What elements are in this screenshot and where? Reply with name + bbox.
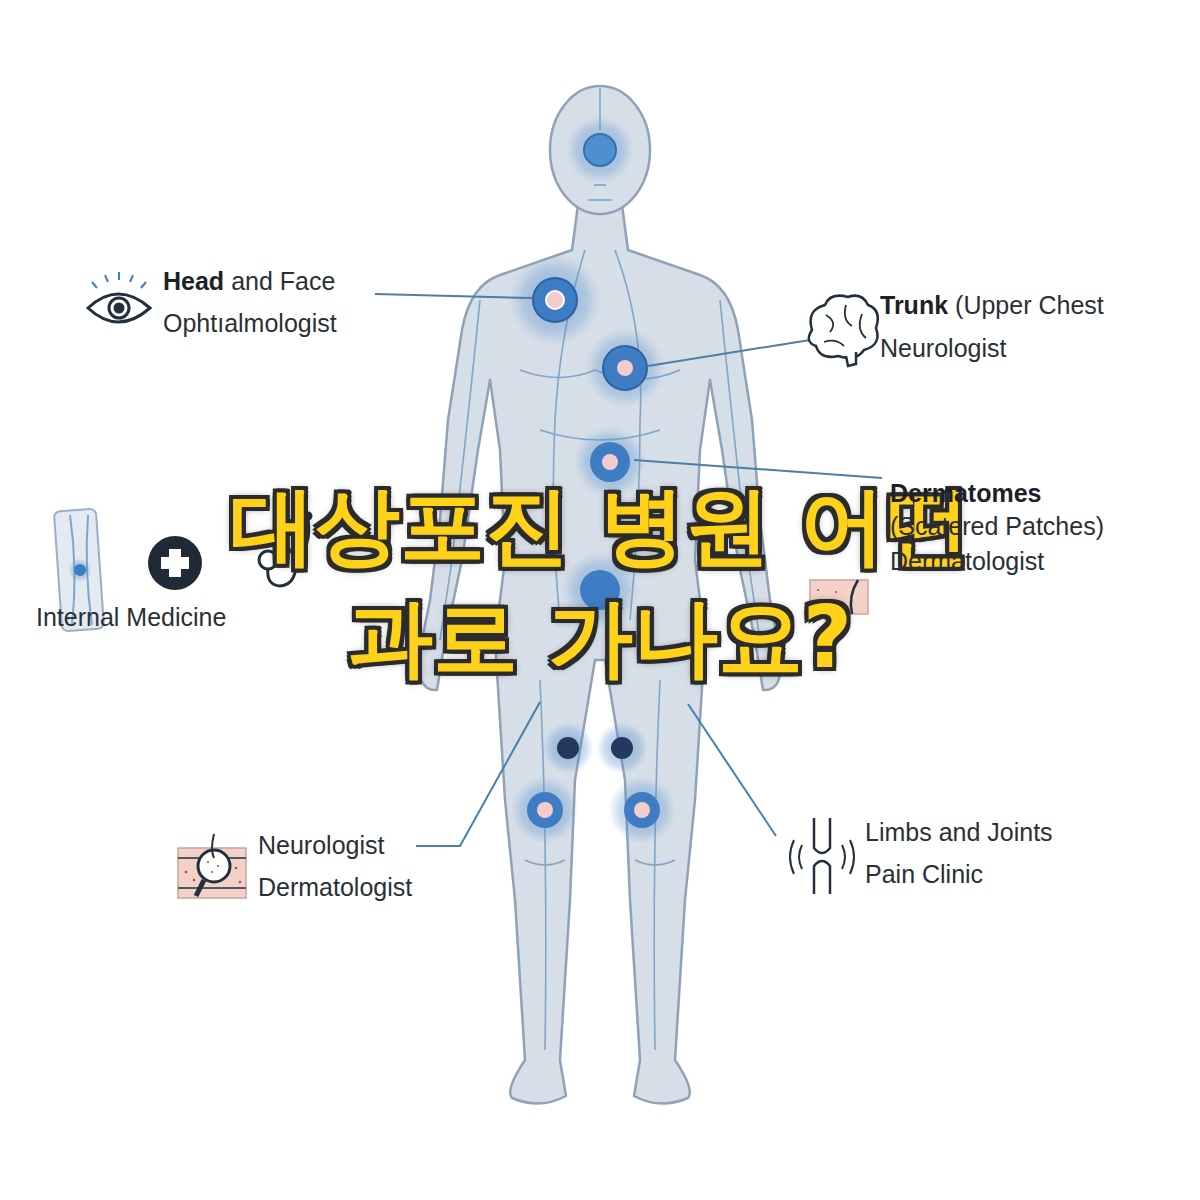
nose-line — [594, 184, 606, 186]
brain-folds — [824, 305, 866, 346]
leader-line — [375, 294, 532, 298]
region-heading: Head — [163, 266, 224, 296]
region-heading: Trunk — [880, 290, 948, 320]
marker-halo — [585, 328, 665, 408]
marker-ring — [533, 278, 577, 322]
marker-core — [611, 737, 633, 759]
marker-halo — [509, 254, 601, 346]
marker-knees — [511, 776, 676, 844]
marker-center — [537, 802, 553, 818]
specialty-label: and Face — [231, 266, 335, 296]
skin-lens-icon — [178, 834, 246, 898]
specialty-label: Neurologist — [880, 333, 1006, 363]
specialty-label: Neurologist — [258, 830, 384, 860]
body-head — [550, 86, 650, 214]
knee-line-right — [635, 860, 675, 865]
eye-shape — [88, 294, 150, 322]
brain-icon — [809, 296, 878, 366]
marker-halo — [596, 722, 648, 774]
specialty-label: (Scatered Patches) — [890, 511, 1104, 541]
region-heading: Dermatomes — [890, 478, 1041, 508]
vessel-dot — [68, 558, 92, 582]
marker-center — [634, 802, 650, 818]
medical-cross-icon — [148, 536, 202, 590]
marker-core — [557, 737, 579, 759]
eye-iris — [109, 298, 129, 318]
marker-ring — [624, 792, 660, 828]
specialty-label: Dermatologist — [258, 872, 412, 902]
eye-rays — [92, 272, 146, 288]
vessel-dot-core — [74, 564, 86, 576]
eye-icon — [88, 272, 150, 322]
marker-core — [584, 134, 616, 166]
marker-chest — [585, 328, 665, 408]
marker-center — [602, 454, 618, 470]
specialty-label: (Upper Chest — [955, 290, 1104, 320]
knee-line-left — [525, 860, 565, 865]
cross-circle — [148, 536, 202, 590]
mouth-line — [588, 199, 612, 201]
marker-ring — [527, 792, 563, 828]
marker-thighs — [542, 722, 648, 774]
marker-halo — [542, 722, 594, 774]
marker-halo — [511, 776, 579, 844]
marker-ring — [603, 346, 647, 390]
lens-handle — [196, 880, 204, 896]
marker-halo — [566, 116, 634, 184]
cross-mark — [161, 549, 189, 577]
leader-line — [416, 702, 540, 846]
bone-lower — [814, 861, 830, 894]
lens-glass — [198, 850, 230, 882]
specialty-label: Pain Clinic — [865, 859, 983, 889]
specialty-label: Ophtıalmologist — [163, 308, 337, 338]
marker-head — [566, 116, 634, 184]
specialty-label: Dermatologist — [890, 546, 1044, 576]
marker-shoulder — [509, 254, 601, 346]
brain-stem — [846, 352, 856, 366]
joint-icon — [790, 818, 854, 894]
eye-pupil — [115, 304, 123, 312]
leader-line — [688, 704, 776, 836]
headline-title: 대상포진 병원 어떤과로 가나요? — [220, 470, 980, 694]
specialty-label: Limbs and Joints — [865, 817, 1053, 847]
pain-waves — [790, 840, 854, 874]
marker-halo — [608, 776, 676, 844]
lens-spots — [208, 862, 218, 872]
bone-upper — [814, 818, 830, 853]
marker-center — [617, 360, 633, 376]
marker-center — [546, 291, 564, 309]
lens-hair — [212, 834, 214, 858]
specialty-label: Internal Medicine — [36, 602, 226, 632]
brain-shape — [809, 296, 878, 358]
leader-line — [634, 460, 882, 478]
